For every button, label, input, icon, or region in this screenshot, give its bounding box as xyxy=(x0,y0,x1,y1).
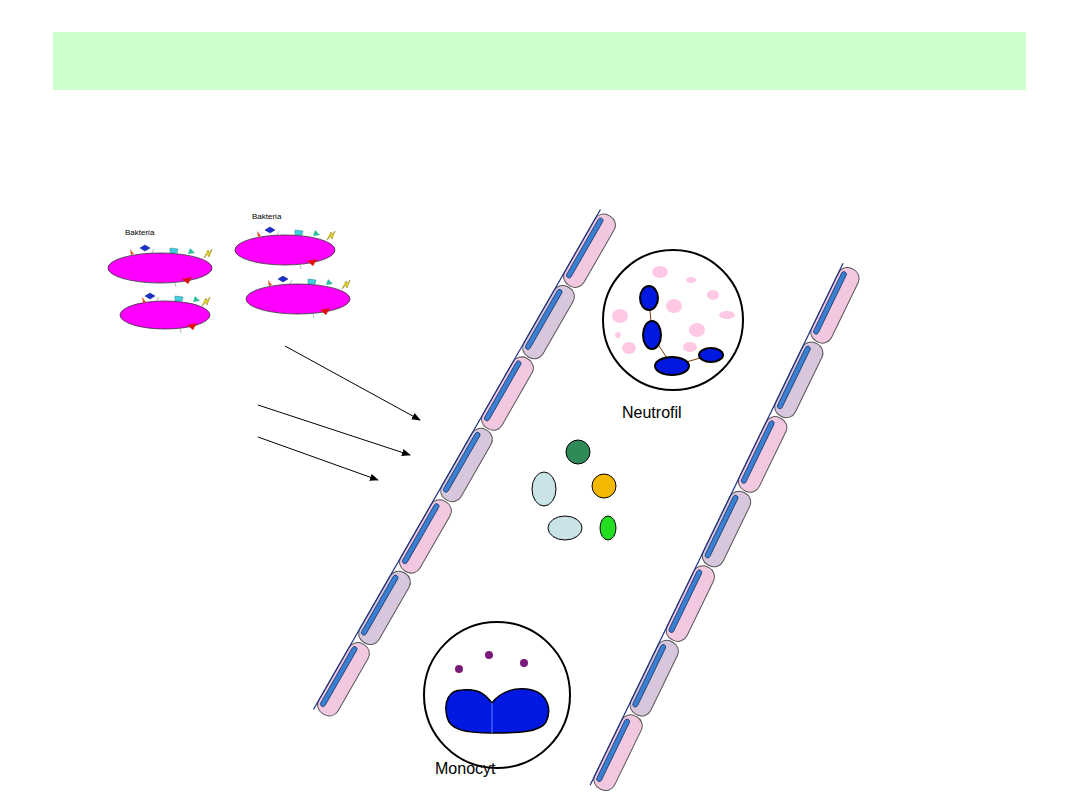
pointer-arrow xyxy=(258,437,378,480)
blood-cell xyxy=(566,440,590,464)
node-shape xyxy=(107,224,217,286)
bacterium-node: Bakteria xyxy=(107,224,217,286)
blood-cell xyxy=(548,516,582,540)
cell-label: Monocyt xyxy=(435,760,495,778)
leukocyte-node: Neutrofil xyxy=(600,248,750,433)
bacterium-label: Bakteria xyxy=(252,212,281,221)
pointer-arrow xyxy=(285,346,420,420)
bacterium xyxy=(235,235,335,265)
blood-cell xyxy=(592,474,616,498)
blood-cell xyxy=(532,472,556,506)
node-shape xyxy=(232,208,342,270)
bacterium xyxy=(108,253,212,283)
leukocyte-node: Monocyt xyxy=(420,620,575,790)
bacterium xyxy=(120,301,210,329)
bacterium-node: Bakteria xyxy=(232,208,342,270)
cell-label: Neutrofil xyxy=(622,404,682,422)
header-bar xyxy=(53,32,1026,90)
blood-cell xyxy=(600,516,616,540)
bacterium xyxy=(246,284,350,314)
pointer-arrow xyxy=(258,405,410,455)
bacterium-label: Bakteria xyxy=(125,228,154,237)
